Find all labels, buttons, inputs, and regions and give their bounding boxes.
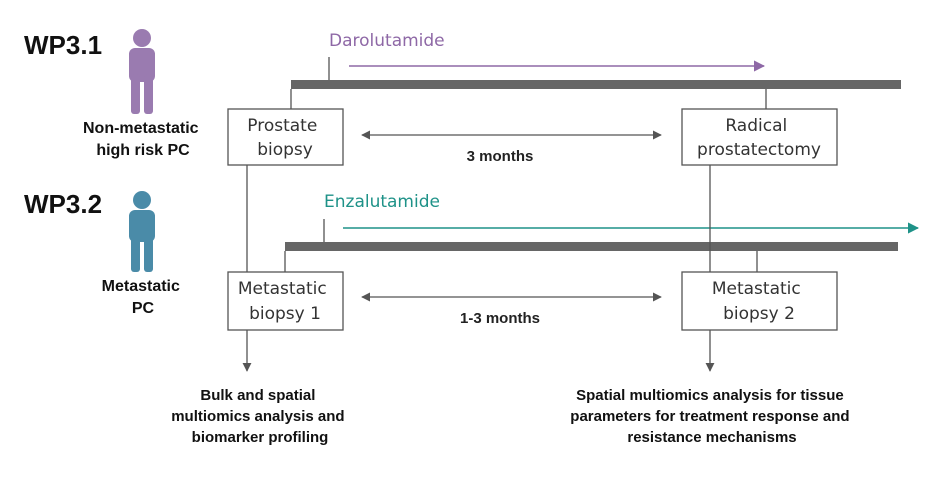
wp32-interval-label: 1-3 months <box>460 310 540 327</box>
wp31-group-label-line-1: Non-metastatic <box>83 120 199 137</box>
svg-text:Metastatic biopsy 2: Metastatic biopsy 2 <box>712 279 806 324</box>
prostate-biopsy-line-2: biopsy <box>257 140 313 160</box>
metastatic-biopsy-1-box: Metastatic biopsy 1 <box>227 271 344 331</box>
right-outcome-line-3: resistance mechanisms <box>627 429 796 446</box>
right-outcome-text: Spatial multiomics analysis for tissue p… <box>570 387 853 446</box>
wp31-interval-label: 3 months <box>467 148 534 165</box>
svg-text:Metastatic biopsy 1: Metastatic biopsy 1 <box>238 279 332 324</box>
right-outcome-line-1: Spatial multiomics analysis for tissue <box>576 387 844 404</box>
left-outcome-line-1: Bulk and spatial <box>200 387 315 404</box>
wp31-person-icon <box>129 29 155 114</box>
wp31-title: WP3.1 <box>24 30 102 60</box>
svg-text:Radical prostatectomy: Radical prostatectomy <box>697 116 821 160</box>
prostate-biopsy-box: Prostate biopsy <box>227 108 344 166</box>
wp32-group-label-line-1: Metastatic <box>102 278 180 295</box>
wp31-timeline-bar <box>291 80 901 89</box>
left-outcome-line-2: multiomics analysis and <box>171 408 344 425</box>
radical-prostatectomy-line-1: Radical <box>725 116 787 136</box>
darolutamide-label: Darolutamide <box>329 31 445 51</box>
metastatic-biopsy-1-line-2: biopsy 1 <box>249 304 321 324</box>
wp32-group-label: Metastatic PC <box>102 278 185 317</box>
left-outcome-text: Bulk and spatial multiomics analysis and… <box>171 387 349 446</box>
wp31-group-label: Non-metastatic high risk PC <box>83 120 203 159</box>
wp31-group-label-line-2: high risk PC <box>96 142 190 159</box>
svg-text:Prostate biopsy: Prostate biopsy <box>247 116 322 160</box>
radical-prostatectomy-box: Radical prostatectomy <box>681 108 838 166</box>
wp32-person-icon <box>129 191 155 272</box>
metastatic-biopsy-2-line-1: Metastatic <box>712 279 801 299</box>
wp32-group-label-line-2: PC <box>132 300 155 317</box>
wp32-timeline-bar <box>285 242 898 251</box>
metastatic-biopsy-1-line-1: Metastatic <box>238 279 327 299</box>
radical-prostatectomy-line-2: prostatectomy <box>697 140 821 160</box>
wp32-title: WP3.2 <box>24 189 102 219</box>
right-outcome-line-2: parameters for treatment response and <box>570 408 849 425</box>
metastatic-biopsy-2-box: Metastatic biopsy 2 <box>681 271 838 331</box>
left-outcome-line-3: biomarker profiling <box>192 429 329 446</box>
enzalutamide-label: Enzalutamide <box>324 192 440 212</box>
prostate-biopsy-line-1: Prostate <box>247 116 317 136</box>
metastatic-biopsy-2-line-2: biopsy 2 <box>723 304 795 324</box>
